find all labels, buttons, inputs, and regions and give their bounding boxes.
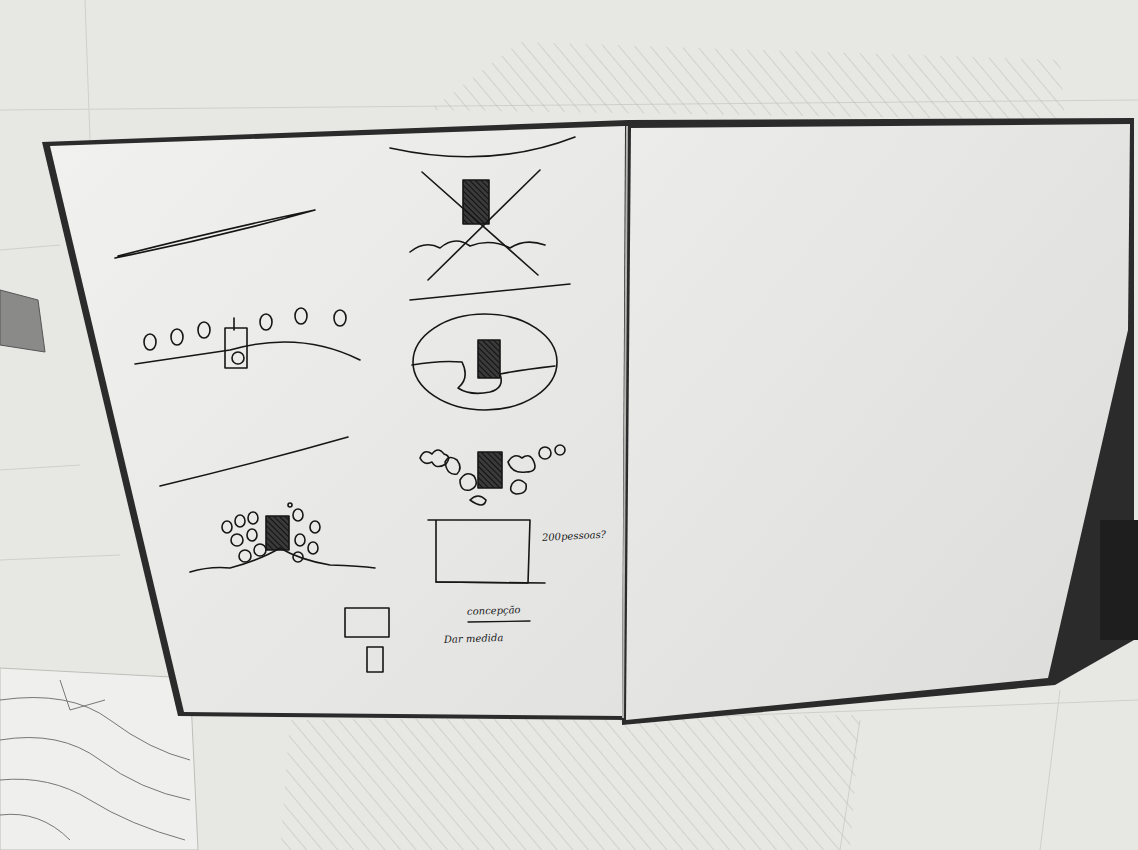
- underline: [468, 621, 530, 622]
- notebook-cover: [42, 120, 628, 720]
- sketches: [115, 137, 575, 672]
- building-box: [266, 516, 289, 550]
- frame-box: [428, 520, 530, 583]
- sheet-hatch: [430, 42, 1065, 120]
- gutter: [623, 126, 627, 718]
- loose-paper: [0, 668, 198, 850]
- building-box: [478, 340, 500, 378]
- arc-line: [410, 284, 570, 300]
- notebook-cover: [622, 118, 1134, 725]
- contour-lines: [0, 680, 190, 840]
- cross-line: [428, 170, 540, 280]
- left-page: [50, 126, 625, 716]
- ground-line: [412, 361, 555, 393]
- small-square: [345, 608, 389, 637]
- circle-outline: [413, 314, 557, 410]
- ground-line: [135, 342, 360, 364]
- mountain-line: [410, 241, 545, 252]
- terrain-line: [160, 437, 348, 486]
- handwritten-heading: concepção: [467, 605, 521, 617]
- circles-cluster: [420, 445, 565, 505]
- handwritten-note: Dar medida: [444, 633, 504, 645]
- arc-line: [390, 137, 575, 157]
- small-square: [367, 647, 383, 672]
- right-page: [626, 124, 1130, 720]
- sheet-hatch: [280, 715, 860, 850]
- circles-row: [144, 308, 346, 350]
- terrain-line: [115, 210, 315, 258]
- dark-object: [1100, 520, 1138, 640]
- building-box: [463, 180, 489, 224]
- building-box: [478, 452, 502, 488]
- ground-line: [190, 548, 375, 572]
- clip: [0, 290, 45, 352]
- cross-line: [422, 172, 538, 275]
